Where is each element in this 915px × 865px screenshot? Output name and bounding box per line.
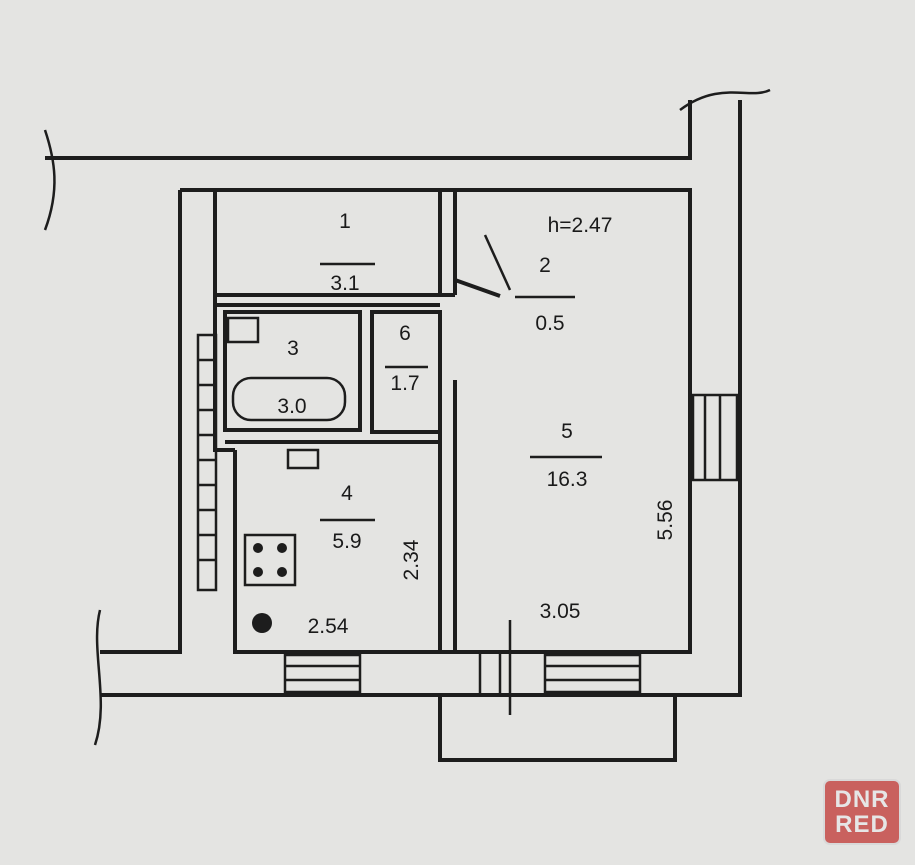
outer-walls	[43, 88, 771, 746]
room-3-area: 3.0	[277, 395, 306, 418]
room-6-number: 6	[399, 322, 411, 345]
ceiling-height: h=2.47	[548, 214, 613, 237]
windows	[283, 393, 739, 715]
room-depth: 5.56	[654, 500, 677, 541]
interior-walls	[215, 190, 512, 652]
kitchen-width: 2.54	[308, 615, 349, 638]
kitchen-sink	[286, 448, 320, 470]
room-width: 3.05	[540, 600, 581, 623]
balcony	[438, 693, 677, 762]
room-3-number: 3	[287, 337, 299, 360]
fixtures	[196, 316, 347, 633]
room-2-number: 2	[539, 254, 551, 277]
gas-meter-icon	[252, 613, 272, 633]
kitchen-depth: 2.34	[400, 539, 423, 580]
radiator	[196, 333, 218, 592]
sink	[226, 316, 260, 344]
room-1-area: 3.1	[330, 272, 359, 295]
bathtub	[231, 376, 347, 422]
stove-icon	[243, 533, 297, 587]
watermark-line2: RED	[835, 811, 889, 838]
room-5-area: 16.3	[547, 468, 588, 491]
room-1-number: 1	[339, 210, 351, 233]
room-6-area: 1.7	[390, 372, 419, 395]
watermark-line1: DNR	[834, 786, 890, 813]
room-4-number: 4	[341, 482, 353, 505]
room-4-area: 5.9	[332, 530, 361, 553]
room-2-area: 0.5	[535, 312, 564, 335]
watermark-logo: DNR RED	[823, 779, 901, 845]
room-5-number: 5	[561, 420, 573, 443]
